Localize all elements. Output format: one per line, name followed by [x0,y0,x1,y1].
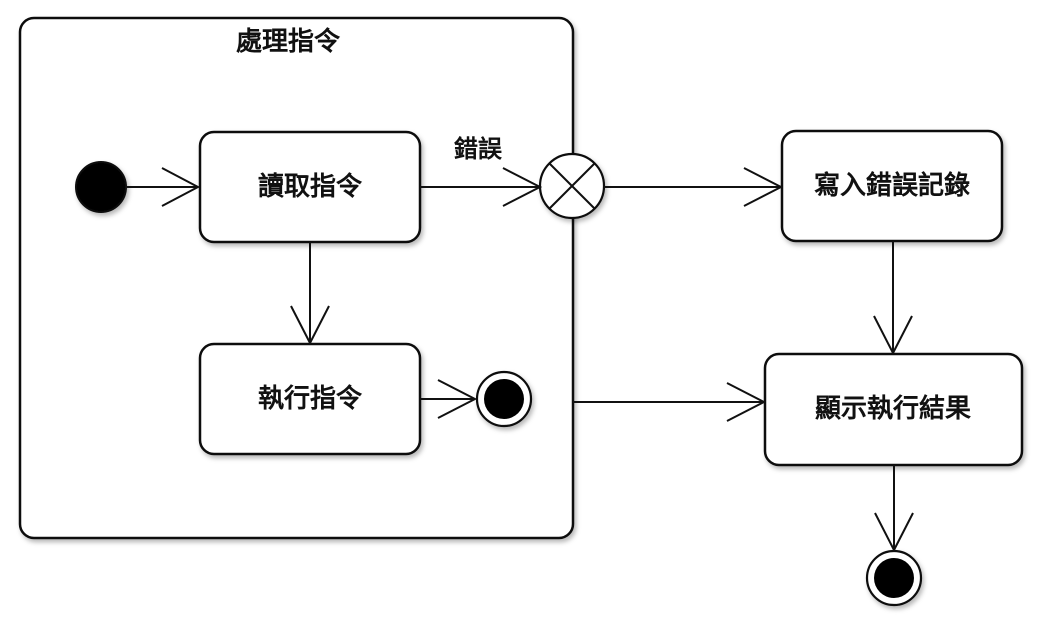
edge-composite-to-show-result [573,382,767,422]
edge-exit-to-write-error [604,167,784,207]
final-node-outer [865,549,923,607]
edge-read-to-execute [290,242,330,346]
edge-write-error-to-show-result-arrowhead [873,315,913,356]
edge-write-error-to-show-result [873,241,913,356]
composite-state-title: 處理指令 [236,26,341,57]
edge-show-result-to-final [874,465,914,553]
state-show-result-label: 顯示執行結果 [815,393,971,424]
edge-read-to-execute-arrowhead [290,305,330,346]
edge-initial-to-read-arrowhead [161,167,201,207]
edge-error-label: 錯誤 [454,135,503,163]
edge-execute-to-final-arrowhead [437,379,478,419]
state-execute-command: 執行指令 [198,342,422,456]
composite-state-processing: 處理指令 [18,16,575,540]
final-node-outer-dot [874,558,914,598]
final-node-inner-dot [484,379,524,419]
exit-point [538,152,606,220]
edge-exit-to-write-error-arrowhead [743,167,784,207]
edge-read-to-exit-arrowhead [502,167,543,207]
final-node-inner [475,370,533,428]
state-read-command-label: 讀取指令 [258,171,363,202]
state-execute-command-label: 執行指令 [258,383,363,414]
state-write-error-log: 寫入錯誤記錄 [780,129,1004,243]
edge-show-result-to-final-arrowhead [874,512,914,553]
edge-composite-to-show-result-arrowhead [726,382,767,422]
composite-state-box [18,16,575,540]
edge-initial-to-read [127,167,201,207]
edge-read-to-exit-error: 錯誤 [420,135,543,207]
state-show-result: 顯示執行結果 [763,352,1024,467]
exit-point-cross-2 [549,163,595,209]
edge-execute-to-final [420,379,478,419]
state-write-error-log-label: 寫入錯誤記錄 [814,170,970,201]
initial-node [75,161,127,213]
state-read-command: 讀取指令 [198,130,422,244]
